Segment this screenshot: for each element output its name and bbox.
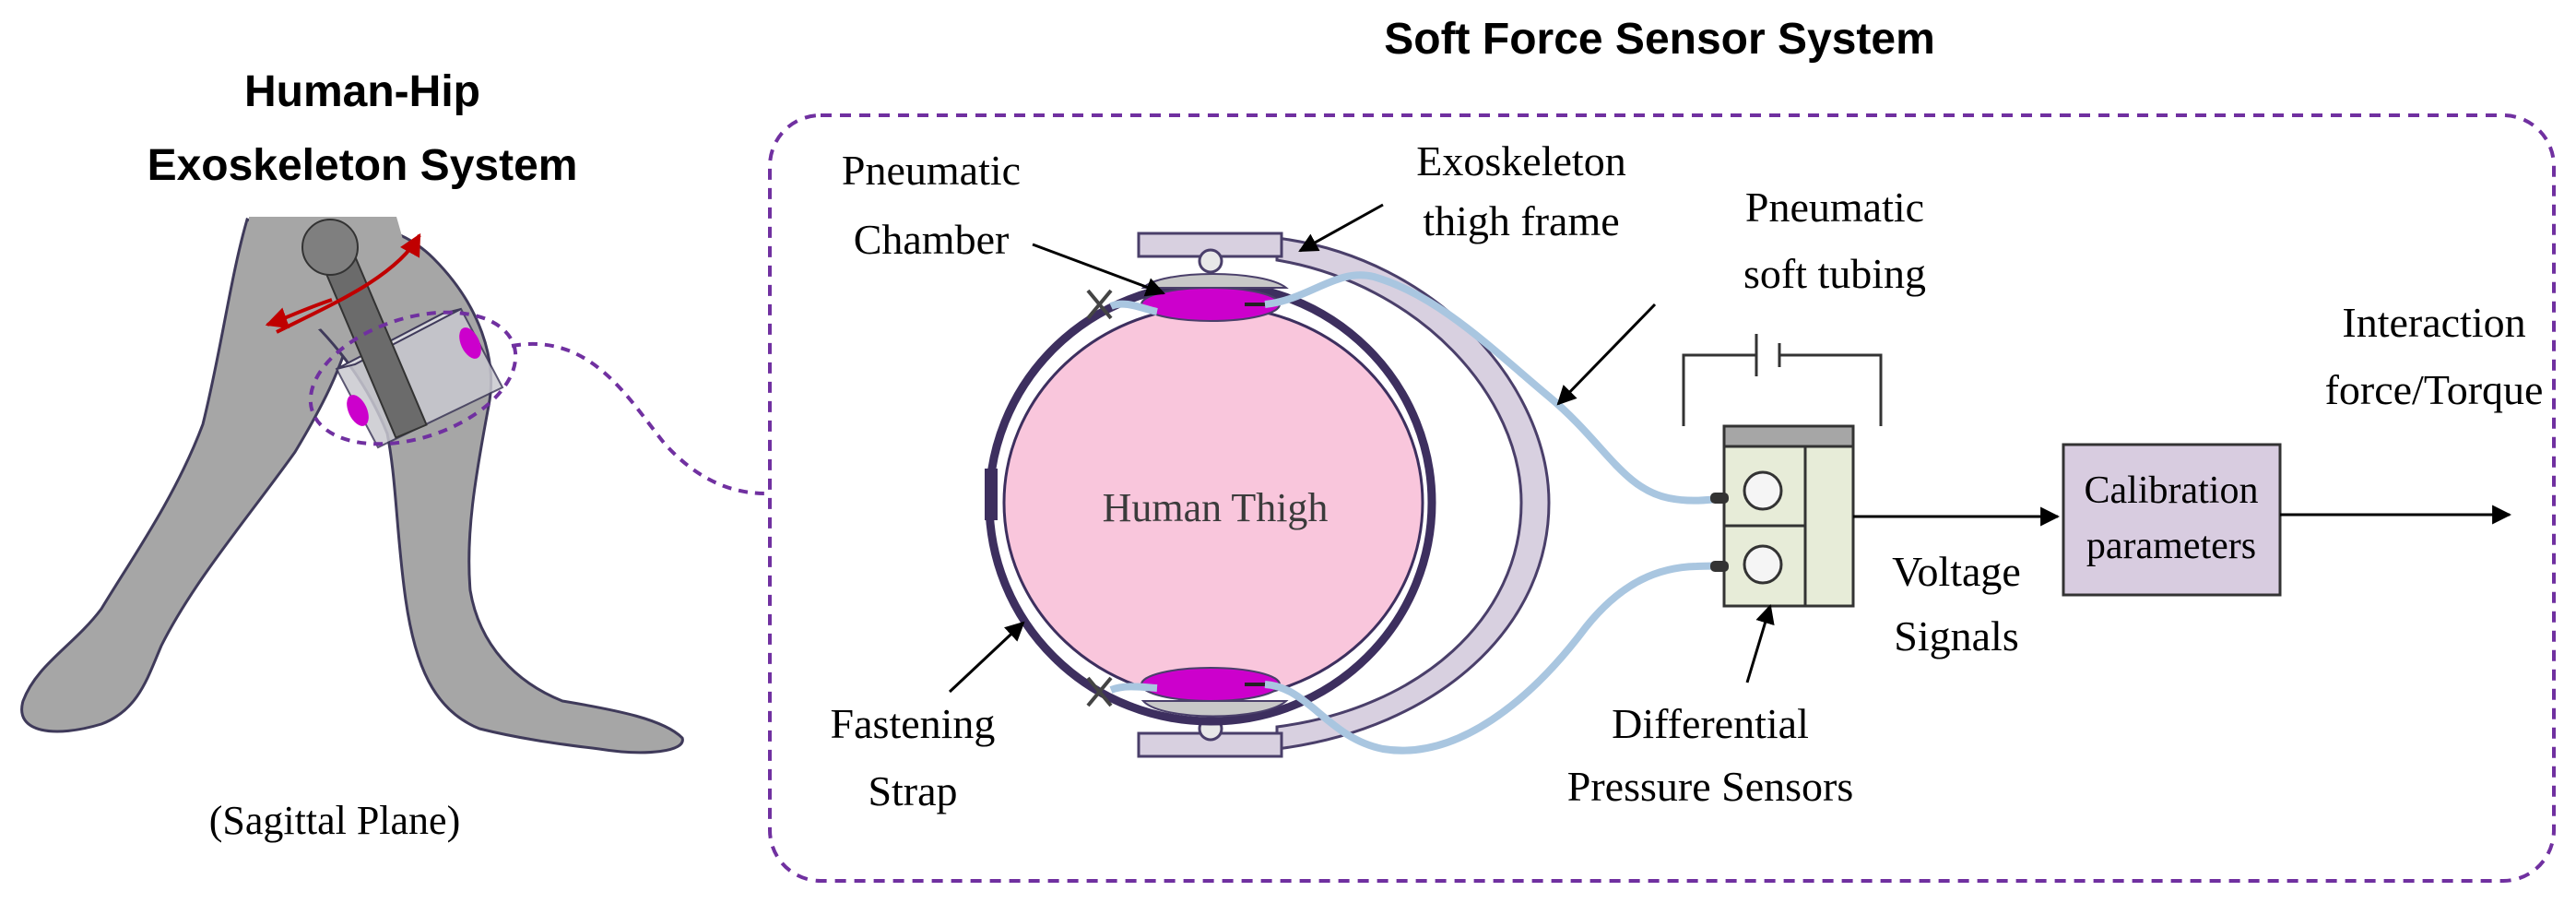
sensor-top-strip bbox=[1722, 424, 1855, 448]
chamber-label-line2: Chamber bbox=[854, 216, 1010, 263]
bottom-chamber-housing bbox=[1140, 700, 1289, 718]
top-tube bbox=[1264, 271, 1734, 505]
rotation-arrow-back bbox=[265, 298, 333, 329]
bottom-tube-stub bbox=[1109, 683, 1158, 694]
output-label-line1: Interaction bbox=[2342, 299, 2525, 346]
top-tube-stub bbox=[1109, 300, 1158, 315]
pressure-sensor-block bbox=[1710, 424, 1855, 608]
bottom-tube bbox=[1264, 562, 1734, 754]
top-chamber-housing bbox=[1140, 273, 1289, 289]
sensor-nozzle-2 bbox=[1710, 561, 1729, 572]
chamber-label-line1: Pneumatic bbox=[842, 147, 1021, 194]
frame-label-line2: thigh frame bbox=[1423, 197, 1619, 244]
sensor-system-frame bbox=[768, 113, 2556, 883]
chamber-right-small bbox=[459, 327, 481, 359]
exoskeleton-thigh-frame bbox=[1137, 232, 1551, 758]
frame-label-line1: Exoskeleton bbox=[1416, 137, 1625, 184]
voltage-label-line2: Signals bbox=[1894, 612, 2018, 659]
top-pivot bbox=[1198, 248, 1223, 274]
sensor-callout-arrow bbox=[1745, 603, 1775, 683]
calibration-label-line1: Calibration bbox=[2085, 469, 2259, 512]
tubing-callout-arrow bbox=[1556, 303, 1657, 406]
strap-buckle bbox=[985, 469, 998, 520]
chamber-callout-arrow bbox=[1032, 243, 1165, 297]
output-label-line2: force/Torque bbox=[2325, 366, 2544, 413]
top-x-mark bbox=[1086, 289, 1113, 320]
strap-callout-arrow bbox=[948, 621, 1025, 694]
frame-callout-arrow bbox=[1298, 203, 1384, 253]
top-chamber bbox=[1140, 273, 1289, 322]
thigh-label: Human Thigh bbox=[1103, 485, 1329, 530]
rotation-arrow bbox=[276, 232, 421, 334]
sensors-label-line2: Pressure Sensors bbox=[1567, 763, 1853, 810]
bottom-x-mark bbox=[1086, 676, 1113, 707]
battery-circuit bbox=[1682, 334, 1883, 426]
calibration-box bbox=[2062, 443, 2282, 597]
left-title-line2: Exoskeleton System bbox=[148, 141, 578, 190]
calibration-label-line2: parameters bbox=[2086, 525, 2256, 567]
strap-label-line1: Fastening bbox=[831, 700, 996, 747]
tubing-label-line1: Pneumatic bbox=[1745, 184, 1924, 231]
right-title: Soft Force Sensor System bbox=[1384, 15, 1935, 64]
left-title-line1: Human-Hip bbox=[244, 67, 480, 116]
sensor-port-1 bbox=[1743, 470, 1783, 511]
voltage-label-line1: Voltage bbox=[1892, 548, 2021, 595]
sensor-nozzle-1 bbox=[1710, 493, 1729, 504]
sensor-port-2 bbox=[1743, 544, 1783, 585]
bottom-chamber bbox=[1140, 667, 1289, 718]
strap-label-line2: Strap bbox=[868, 767, 957, 814]
chamber-left-small bbox=[347, 395, 369, 426]
left-caption: (Sagittal Plane) bbox=[209, 798, 461, 843]
sensor-body bbox=[1722, 424, 1855, 608]
tubing-label-line2: soft tubing bbox=[1743, 250, 1926, 297]
hip-joint bbox=[301, 219, 359, 276]
sensors-label-line1: Differential bbox=[1612, 700, 1809, 747]
zoom-connector bbox=[511, 342, 766, 495]
exoskeleton-device bbox=[301, 219, 504, 449]
back-leg bbox=[20, 218, 352, 733]
